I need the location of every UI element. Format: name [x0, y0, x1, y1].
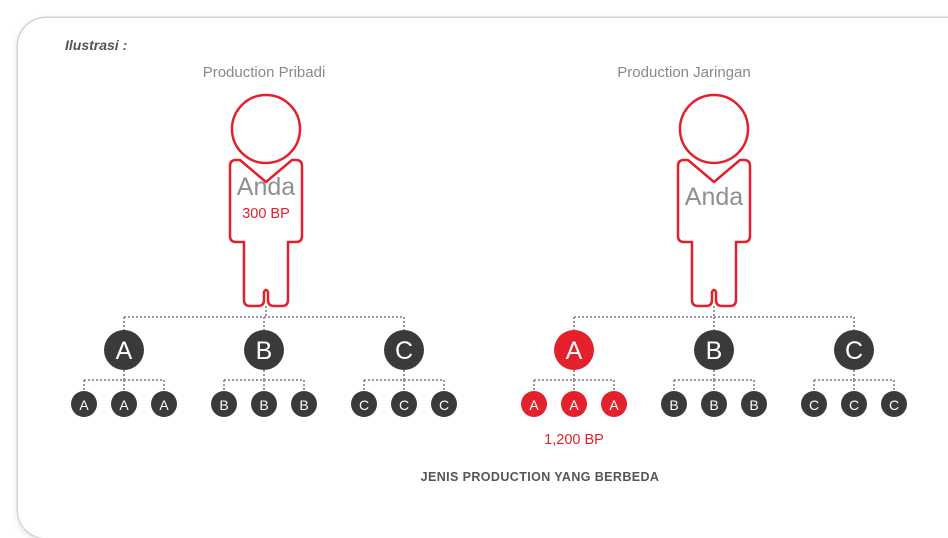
- left-child-node-a-circle: [111, 391, 137, 417]
- right-group-points: 1,200 BP: [544, 432, 604, 448]
- left-child-node-a-circle: [71, 391, 97, 417]
- left-child-node-a: A: [71, 391, 97, 417]
- left-child-node-c-circle: [351, 391, 377, 417]
- right-child-node-b-letter: B: [669, 397, 678, 413]
- left-person-figure: [228, 93, 304, 308]
- left-child-node-a-letter: A: [79, 397, 89, 413]
- left-child-node-b: B: [211, 391, 237, 417]
- left-child-node-b: B: [251, 391, 277, 417]
- right-person-label: Anda: [684, 183, 744, 211]
- right-group-node-c-circle: [834, 330, 874, 370]
- right-child-node-b-letter: B: [749, 397, 758, 413]
- right-person-head: [678, 93, 750, 165]
- left-child-node-c-letter: C: [359, 397, 369, 413]
- left-child-node-c: C: [391, 391, 417, 417]
- left-group-node-c-letter: C: [395, 337, 413, 365]
- right-child-node-b-circle: [701, 391, 727, 417]
- left-panel-title: Production Pribadi: [202, 64, 326, 81]
- right-child-node-c-letter: C: [809, 397, 819, 413]
- right-child-node-a: A: [601, 391, 627, 417]
- right-child-node-b-circle: [661, 391, 687, 417]
- right-child-node-c-circle: [841, 391, 867, 417]
- right-child-node-a-letter: A: [609, 397, 619, 413]
- right-child-node-c-circle: [881, 391, 907, 417]
- right-group-node-a-circle: [554, 330, 594, 370]
- left-child-node-b-circle: [291, 391, 317, 417]
- right-group-node-b: B: [694, 330, 734, 370]
- left-child-node-a: A: [151, 391, 177, 417]
- left-child-node-a: A: [111, 391, 137, 417]
- left-group-node-a-letter: A: [116, 337, 133, 365]
- left-child-node-c-letter: C: [439, 397, 449, 413]
- left-child-node-b-letter: B: [299, 397, 308, 413]
- left-child-node-c-circle: [391, 391, 417, 417]
- left-group-node-b-circle: [244, 330, 284, 370]
- left-group-node-c: C: [384, 330, 424, 370]
- right-child-node-c-letter: C: [889, 397, 899, 413]
- left-child-node-a-circle: [151, 391, 177, 417]
- right-child-node-c: C: [881, 391, 907, 417]
- left-person-body: [228, 158, 304, 308]
- left-child-node-b-letter: B: [219, 397, 228, 413]
- left-child-node-b-letter: B: [259, 397, 268, 413]
- right-person-body: [676, 158, 752, 308]
- right-person-figure: [676, 93, 752, 308]
- diagram-caption: JENIS PRODUCTION YANG BERBEDA: [420, 470, 660, 484]
- left-group-node-b: B: [244, 330, 284, 370]
- left-child-node-a-letter: A: [119, 397, 129, 413]
- tree-connectors: [83, 306, 895, 391]
- right-child-node-b: B: [701, 391, 727, 417]
- right-child-node-a: A: [561, 391, 587, 417]
- right-child-node-b: B: [661, 391, 687, 417]
- left-child-node-c: C: [431, 391, 457, 417]
- left-child-node-b-circle: [251, 391, 277, 417]
- right-child-node-b-circle: [741, 391, 767, 417]
- right-child-node-a-letter: A: [529, 397, 539, 413]
- right-group-node-a-letter: A: [566, 337, 583, 365]
- right-panel-title: Production Jaringan: [617, 64, 751, 81]
- left-person-points: 300 BP: [242, 206, 290, 222]
- right-group-node-b-letter: B: [706, 337, 723, 365]
- left-group-node-b-letter: B: [256, 337, 273, 365]
- right-group-node-b-circle: [694, 330, 734, 370]
- left-child-node-c: C: [351, 391, 377, 417]
- left-group-node-c-circle: [384, 330, 424, 370]
- left-child-node-c-circle: [431, 391, 457, 417]
- right-group-node-c: C: [834, 330, 874, 370]
- right-child-node-b-letter: B: [709, 397, 718, 413]
- left-child-node-a-letter: A: [159, 397, 169, 413]
- illustration-card: [18, 18, 948, 538]
- right-child-node-c-circle: [801, 391, 827, 417]
- production-diagram: A A A A B B B B C C C C A A A A B B B B C C C C: [71, 93, 907, 417]
- right-child-node-a-circle: [521, 391, 547, 417]
- illustration-label: Ilustrasi :: [65, 37, 128, 53]
- left-child-node-c-letter: C: [399, 397, 409, 413]
- right-child-node-b: B: [741, 391, 767, 417]
- tree-nodes: A A A A B B B B C C C C A A A A B B B B C C C C: [71, 330, 907, 417]
- left-child-node-b-circle: [211, 391, 237, 417]
- left-group-node-a-circle: [104, 330, 144, 370]
- left-child-node-b: B: [291, 391, 317, 417]
- right-child-node-c: C: [841, 391, 867, 417]
- left-group-node-a: A: [104, 330, 144, 370]
- right-child-node-c: C: [801, 391, 827, 417]
- right-child-node-a-circle: [601, 391, 627, 417]
- right-child-node-c-letter: C: [849, 397, 859, 413]
- right-child-node-a: A: [521, 391, 547, 417]
- right-group-node-c-letter: C: [845, 337, 863, 365]
- right-group-node-a: A: [554, 330, 594, 370]
- right-child-node-a-circle: [561, 391, 587, 417]
- right-child-node-a-letter: A: [569, 397, 579, 413]
- left-person-head: [230, 93, 302, 165]
- left-person-label: Anda: [236, 173, 296, 201]
